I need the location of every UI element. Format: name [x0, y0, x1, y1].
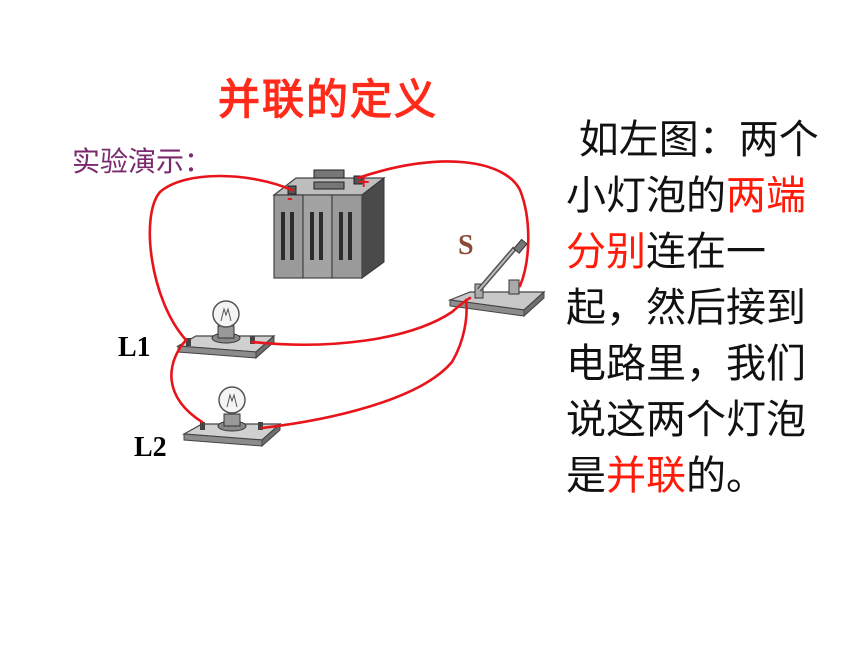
wires	[148, 160, 530, 430]
lamp1-label: L1	[118, 332, 151, 363]
battery-negative-sign: -	[287, 191, 293, 207]
switch-label: S	[458, 230, 474, 261]
description-part-5: 的。	[686, 453, 766, 499]
knife-switch	[447, 238, 546, 318]
description-highlight-ends: 两端分别	[566, 173, 806, 275]
lamp-l2	[181, 386, 282, 448]
lamp-l1	[175, 300, 276, 360]
lamp2-label: L2	[134, 432, 167, 463]
description-part-3: 连在一起，然后接到电路里，我们说这两个灯泡是	[566, 229, 806, 499]
subtitle: 实验演示：	[72, 145, 213, 178]
page-title: 并联的定义	[218, 75, 439, 124]
description-highlight-parallel: 并联	[606, 453, 686, 499]
circuit-diagram: - +	[148, 160, 546, 448]
description-part-1: 如左图：两个小灯泡的	[566, 117, 819, 219]
description-text: 如左图：两个小灯泡的两端分别连在一起，然后接到电路里，我们说这两个灯泡是并联的。	[566, 112, 832, 504]
battery	[272, 169, 386, 279]
